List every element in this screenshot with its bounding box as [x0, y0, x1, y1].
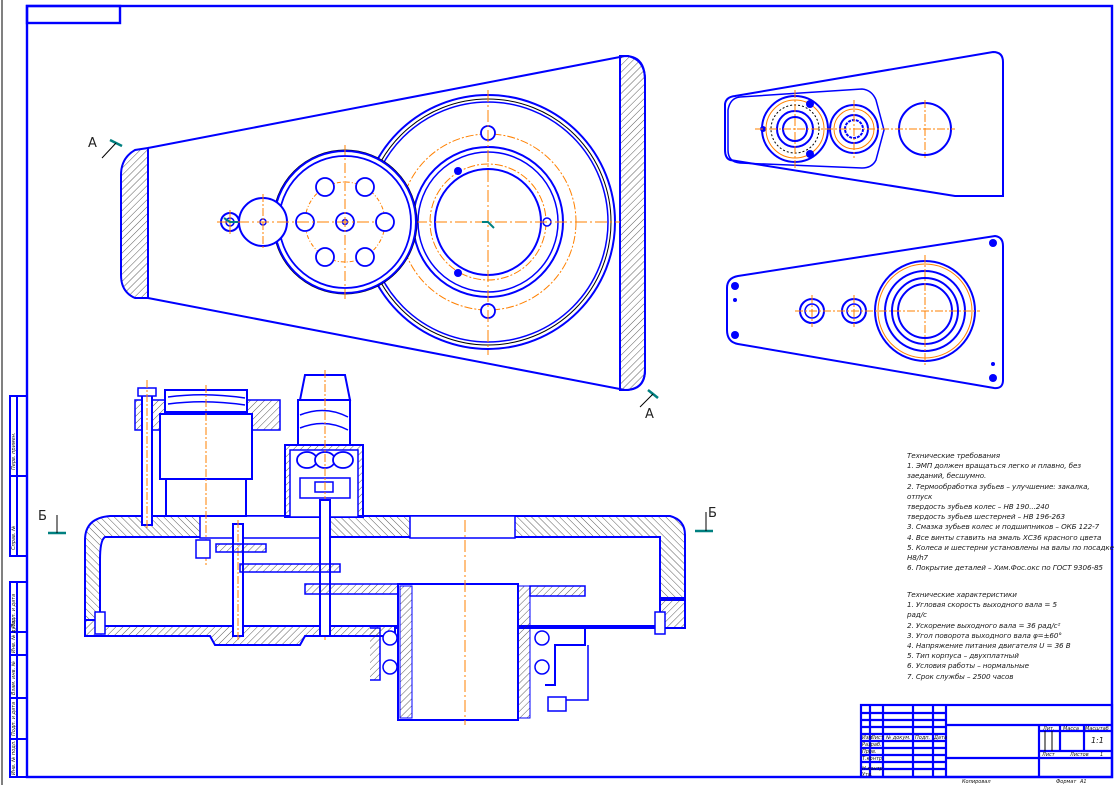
tb-role-norm-control: Н.контр. — [862, 766, 885, 772]
tech-req-line: Н8/h7 — [907, 553, 929, 563]
title-block-frame — [859, 703, 1114, 779]
tech-req-line: 2. Термообработка зубьев – улучшение: за… — [907, 481, 1090, 491]
tb-mass-label: Масса — [1063, 726, 1079, 732]
tb-header-izm: Изм. — [862, 735, 874, 741]
technical-requirements: Технические требования 1. ЭМП должен вра… — [907, 451, 1114, 573]
section-label-a-top: А — [88, 136, 97, 151]
tech-req-line: заеданий, бесшумно. — [907, 471, 987, 481]
tech-char-line: 7. Срок службы – 2500 часов — [907, 671, 1014, 681]
side-stamp-inv-dup: Инв. № дубл. — [11, 618, 17, 653]
tb-copied-label: Копировал — [962, 779, 991, 785]
tb-role-tech-control: Т.контр. — [862, 756, 884, 762]
tech-req-line: 4. Все винты ставить на эмаль ХС36 красн… — [907, 532, 1102, 542]
tech-char-line: 3. Угол поворота выходного вала φ=±60° — [907, 630, 1062, 640]
tech-char-line: 6. Условия работы – нормальные — [907, 661, 1029, 671]
side-stamp-inv-orig: Инв. № подл. — [11, 740, 17, 776]
technical-characteristics: Технические характеристики 1. Угловая ск… — [907, 590, 1071, 682]
tb-role-approved: Утв. — [862, 772, 873, 778]
tb-role-developer: Разраб. — [862, 742, 882, 748]
right-hatched-section — [619, 55, 646, 391]
sheet-frame — [25, 4, 1114, 779]
tb-header-doc: № докум. — [886, 735, 911, 741]
tech-char-line: 2. Ускорение выходного вала = 36 рад/с² — [907, 620, 1061, 630]
section-view — [48, 370, 713, 725]
side-stamp-ref-no: Справ. № — [11, 525, 17, 550]
tb-scale-label: Масштаб — [1085, 726, 1109, 732]
side-stamp — [9, 395, 28, 778]
tech-char-title: Технические характеристики — [907, 590, 1017, 599]
tech-req-line: отпуск — [907, 491, 933, 501]
tb-scale-value: 1:1 — [1091, 736, 1104, 745]
tech-char-line: 4. Напряжение питания двигателя U = 36 В — [907, 641, 1071, 651]
tb-sheets-label: Листов — [1070, 752, 1089, 758]
tb-sheets-value: 1 — [1100, 752, 1104, 758]
tech-req-line: 6. Покрытие деталей – Хим.Фос.окс по ГОС… — [907, 563, 1103, 573]
tb-format-label: Формат — [1056, 779, 1077, 785]
side-stamp-first-use: Перв. примен. — [11, 432, 17, 470]
side-stamp-replace-inv: Взам. инв. № — [11, 661, 17, 695]
left-hatched-section — [120, 146, 149, 299]
tech-req-line: 5. Колеса и шестерни установлены на валы… — [907, 542, 1114, 552]
tech-req-title: Технические требования — [907, 451, 1000, 460]
tech-char-line: 5. Тип корпуса – двухплатный — [907, 651, 1019, 661]
plate-view-main — [101, 54, 659, 408]
tech-req-line: 3. Смазка зубьев колес и подшипников – О… — [907, 522, 1100, 532]
tb-header-list: Лист — [871, 735, 884, 741]
tech-char-line: 1. Угловая скорость выходного вала = 5 — [907, 600, 1057, 610]
plate-view-right-top — [724, 50, 1004, 197]
plate-view-right-bottom — [726, 234, 1004, 390]
tb-header-date: Дата — [934, 735, 947, 741]
section-label-b-right: Б — [708, 506, 717, 521]
tb-lit-label: Лит. — [1043, 726, 1055, 732]
tb-sheet-label: Лист — [1042, 752, 1055, 758]
tech-char-line: рад/с — [907, 610, 927, 620]
tech-req-line: твердость зубьев колес – НВ 190...240 — [907, 502, 1050, 512]
side-stamp-sign-date-2: Подп. и дата — [11, 701, 17, 736]
tb-header-sign: Подп. — [915, 735, 931, 741]
tech-req-line: 1. ЭМП должен вращаться легко и плавно, … — [907, 461, 1082, 471]
section-label-b-left: Б — [38, 509, 47, 524]
tb-format-value: А1 — [1080, 779, 1087, 785]
section-label-a-bottom: А — [645, 407, 654, 422]
tb-role-checker: Пров. — [862, 749, 877, 755]
tech-req-line: твердость зубьев шестерней – НВ 196-263 — [907, 512, 1065, 522]
